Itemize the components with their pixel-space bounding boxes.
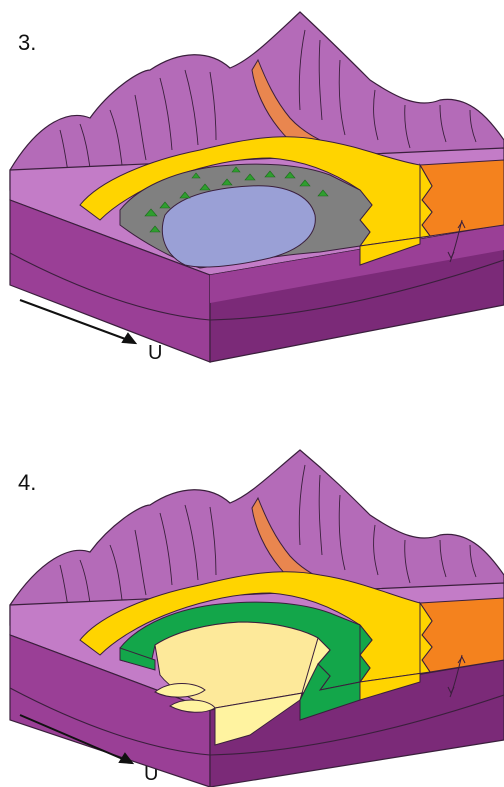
panel-4-orange-wedge xyxy=(420,598,504,672)
